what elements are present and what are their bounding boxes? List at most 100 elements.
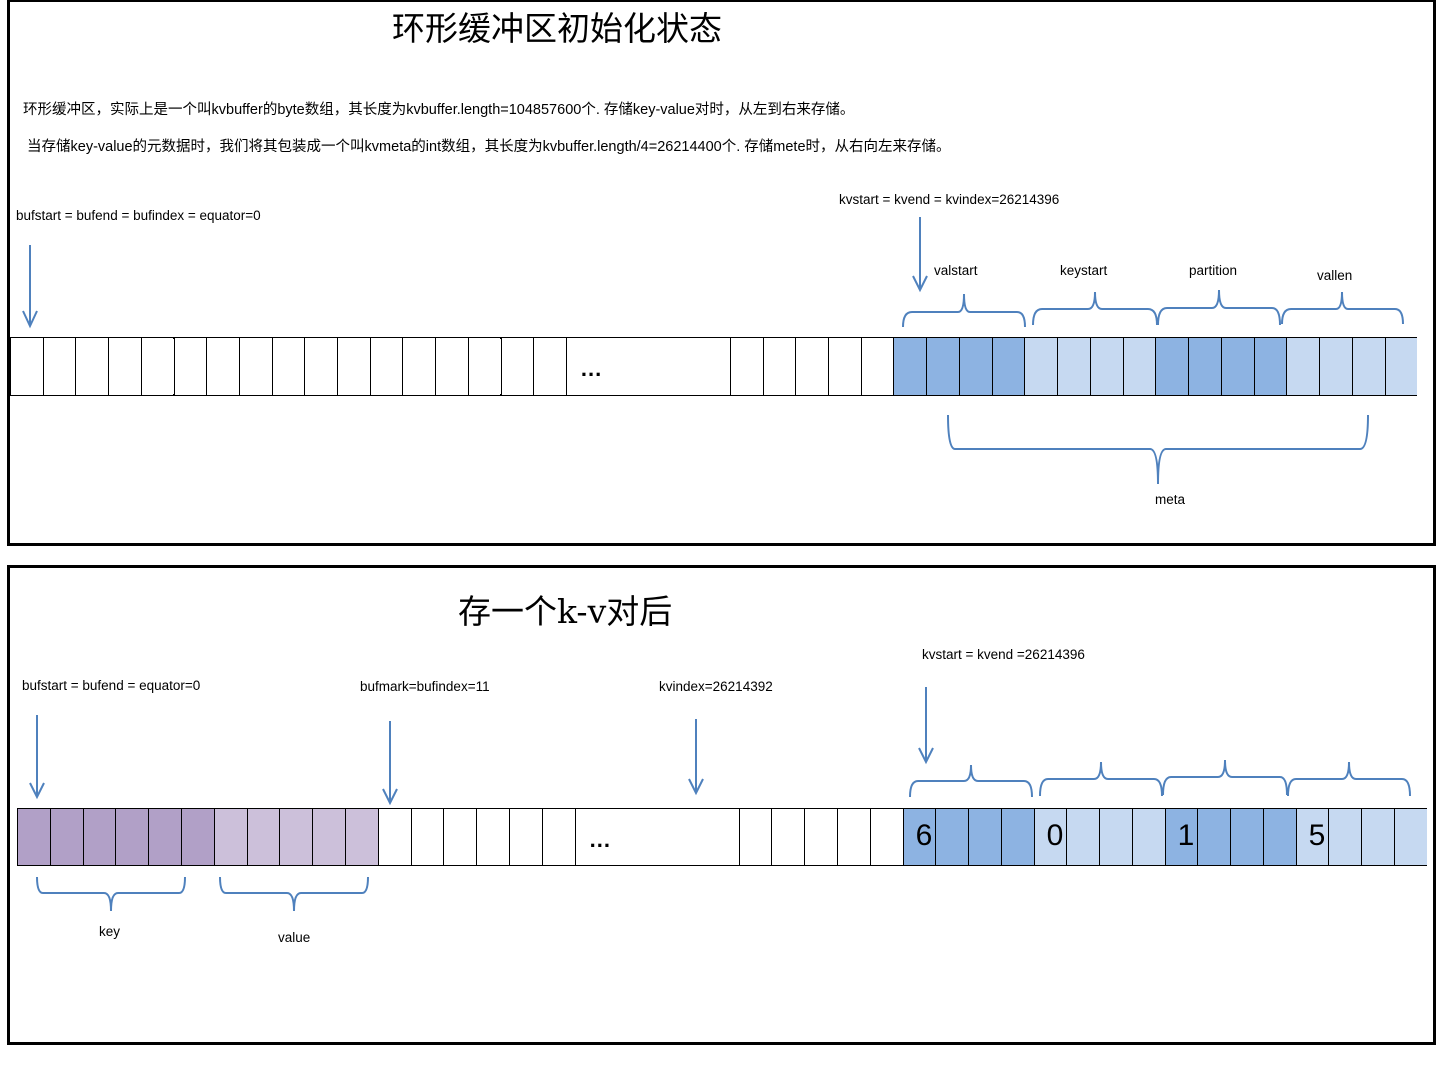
buffer-cell-empty bbox=[771, 808, 805, 866]
value-byte-cell bbox=[345, 808, 378, 866]
buffer-cell-empty bbox=[860, 337, 894, 396]
buffer-cell-empty bbox=[377, 808, 411, 866]
buffer-cell-empty bbox=[108, 337, 141, 396]
meta-cell: 5 bbox=[1295, 808, 1329, 866]
buffer-cell-empty bbox=[410, 808, 444, 866]
panel1-kv-pointer-label: kvstart = kvend = kvindex=26214396 bbox=[839, 192, 1060, 207]
buffer-cell-empty bbox=[304, 337, 337, 396]
buffer-cell-empty bbox=[206, 337, 239, 396]
buffer-cell-empty bbox=[509, 808, 542, 866]
buffer-cell-empty bbox=[533, 337, 566, 396]
key-group-label: key bbox=[99, 924, 121, 939]
meta-cell-valstart bbox=[991, 337, 1025, 396]
meta-cell-keystart bbox=[1089, 337, 1123, 396]
buffer-cell-empty bbox=[75, 337, 109, 396]
panel1-description-line1: 环形缓冲区，实际上是一个叫kvbuffer的byte数组，其长度为kvbuffe… bbox=[23, 102, 855, 118]
buffer-cell-empty bbox=[804, 808, 837, 866]
buffer-cell-empty bbox=[10, 337, 43, 396]
meta-value-text: 1 bbox=[1177, 819, 1195, 852]
meta-cell bbox=[1066, 808, 1100, 866]
meta-cell bbox=[968, 808, 1001, 866]
buffer-cell-empty bbox=[828, 337, 861, 396]
meta-value-text: 0 bbox=[1046, 819, 1064, 852]
meta-field-label-keystart: keystart bbox=[1060, 263, 1108, 278]
buffer-cell-empty bbox=[42, 337, 76, 396]
meta-field-label-valstart: valstart bbox=[934, 263, 978, 278]
meta-cell-partition bbox=[1253, 337, 1287, 396]
meta-cell bbox=[1328, 808, 1362, 866]
buffer-ellipsis-cell: ... bbox=[574, 808, 739, 866]
meta-cell-vallen bbox=[1286, 337, 1320, 396]
meta-cell: 6 bbox=[902, 808, 936, 866]
buffer-cell-empty bbox=[837, 808, 870, 866]
buffer-cell-empty bbox=[476, 808, 509, 866]
meta-cell-vallen bbox=[1319, 337, 1352, 396]
key-byte-cell bbox=[148, 808, 181, 866]
meta-cell-partition bbox=[1155, 337, 1189, 396]
buffer-cell-empty bbox=[271, 337, 305, 396]
buffer-cell-empty bbox=[140, 337, 174, 396]
value-group-label: value bbox=[278, 930, 311, 945]
buffer-cell-empty bbox=[795, 337, 828, 396]
buffer-cell-empty bbox=[337, 337, 370, 396]
meta-cell bbox=[1361, 808, 1394, 866]
buffer-cell-empty bbox=[869, 808, 903, 866]
meta-cell bbox=[1131, 808, 1165, 866]
meta-cell bbox=[1393, 808, 1427, 866]
buffer-cell-empty bbox=[435, 337, 468, 396]
panel2-kvindex-label: kvindex=26214392 bbox=[659, 679, 773, 694]
meta-cell-partition bbox=[1220, 337, 1254, 396]
meta-cell bbox=[935, 808, 969, 866]
key-byte-cell bbox=[17, 808, 50, 866]
meta-cell-vallen bbox=[1384, 337, 1418, 396]
meta-cell-vallen bbox=[1351, 337, 1385, 396]
buffer-cell-empty bbox=[541, 808, 575, 866]
buffer-cell-empty bbox=[729, 337, 763, 396]
panel1-description-line2: 当存储key-value的元数据时，我们将其包装成一个叫kvmeta的int数组… bbox=[27, 139, 951, 155]
meta-cell-keystart bbox=[1122, 337, 1156, 396]
meta-cell bbox=[1000, 808, 1034, 866]
after-kv-panel bbox=[7, 565, 1436, 1045]
meta-value-text: 5 bbox=[1308, 819, 1326, 852]
value-byte-cell bbox=[213, 808, 247, 866]
panel2-bufmark-label: bufmark=bufindex=11 bbox=[360, 679, 490, 694]
panel2-buf-pointer-label: bufstart = bufend = equator=0 bbox=[22, 678, 201, 693]
buffer-cell-empty bbox=[500, 337, 534, 396]
buffer-cell-empty bbox=[467, 337, 501, 396]
meta-field-label-vallen: vallen bbox=[1317, 268, 1353, 283]
buffer-ellipsis-cell: ... bbox=[565, 337, 730, 396]
panel1-buf-pointer-label: bufstart = bufend = bufindex = equator=0 bbox=[16, 208, 261, 223]
buffer-cell-empty bbox=[402, 337, 436, 396]
key-byte-cell bbox=[115, 808, 149, 866]
meta-cell bbox=[1197, 808, 1231, 866]
meta-value-text: 6 bbox=[915, 819, 933, 852]
meta-cell: 1 bbox=[1164, 808, 1198, 866]
value-byte-cell bbox=[312, 808, 345, 866]
buffer-cell-empty bbox=[173, 337, 207, 396]
key-byte-cell bbox=[82, 808, 116, 866]
value-byte-cell bbox=[246, 808, 280, 866]
meta-cell-keystart bbox=[1024, 337, 1058, 396]
buffer-cell-empty bbox=[443, 808, 477, 866]
panel2-kv-pointer-label: kvstart = kvend =26214396 bbox=[922, 647, 1085, 662]
meta-cell-keystart bbox=[1057, 337, 1090, 396]
meta-cell bbox=[1262, 808, 1296, 866]
buffer-cell-empty bbox=[238, 337, 272, 396]
key-byte-cell bbox=[49, 808, 83, 866]
buffer-cell-empty bbox=[738, 808, 772, 866]
buffer-cell-empty bbox=[762, 337, 796, 396]
key-byte-cell bbox=[181, 808, 214, 866]
panel2-title: 存一个k-v对后 bbox=[458, 592, 673, 631]
meta-field-label-partition: partition bbox=[1189, 263, 1238, 278]
panel1-title: 环形缓冲区初始化状态 bbox=[392, 9, 722, 48]
value-byte-cell bbox=[279, 808, 313, 866]
ellipsis-text: ... bbox=[589, 827, 611, 852]
meta-cell bbox=[1099, 808, 1132, 866]
buffer-cell-empty bbox=[369, 337, 403, 396]
meta-cell-valstart bbox=[893, 337, 927, 396]
meta-cell-valstart bbox=[958, 337, 992, 396]
ellipsis-text: ... bbox=[580, 356, 603, 381]
meta-cell-valstart bbox=[926, 337, 959, 396]
meta-cell-partition bbox=[1188, 337, 1221, 396]
meta-cell bbox=[1230, 808, 1263, 866]
